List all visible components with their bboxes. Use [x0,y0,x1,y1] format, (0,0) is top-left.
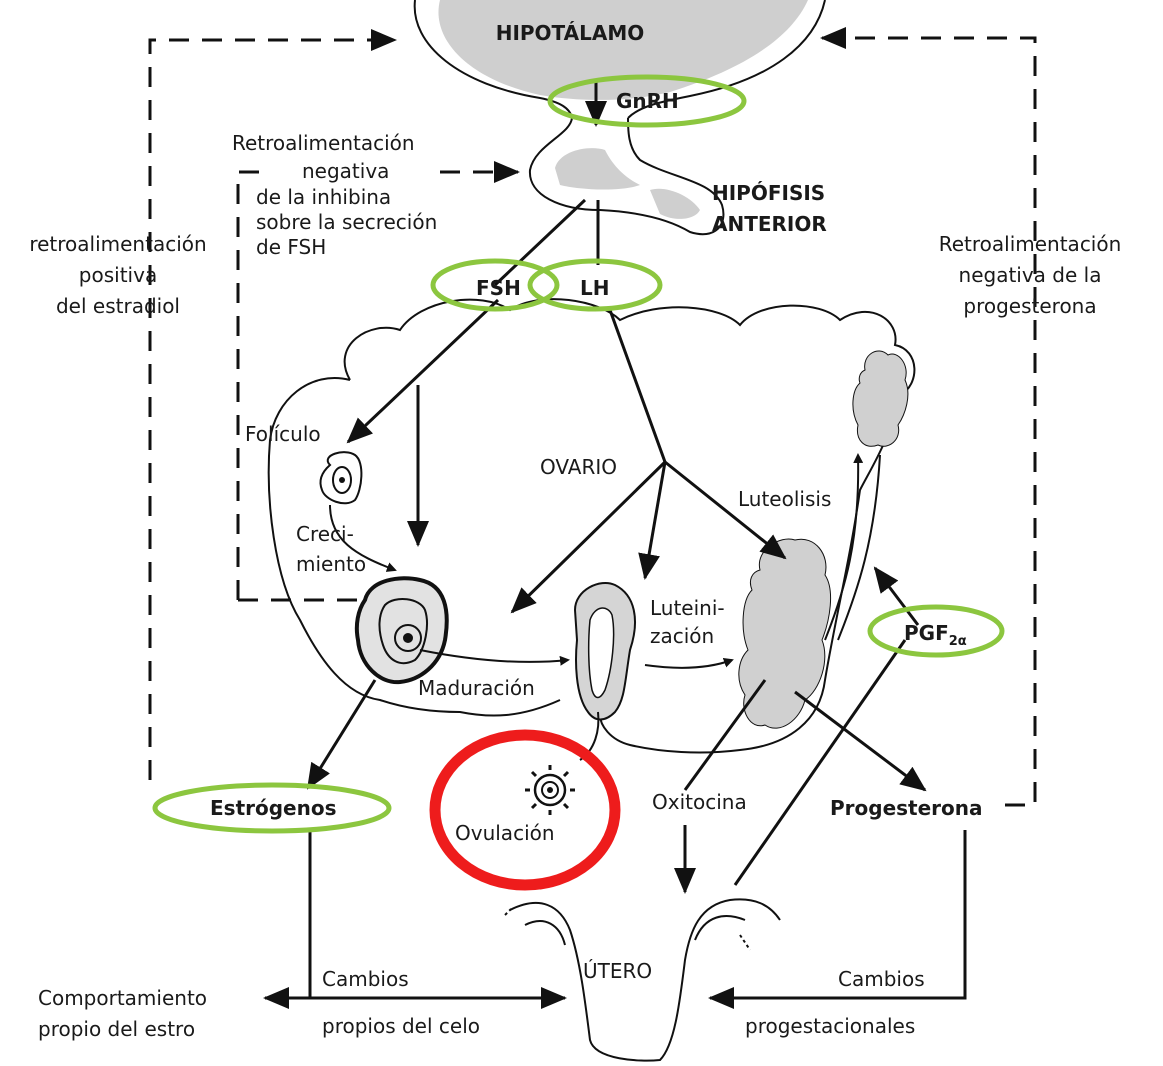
ovum-icon [525,765,575,815]
label-comportamiento-1: Comportamiento [38,986,207,1010]
corpus-albicans [852,350,909,447]
fsh-highlight [430,258,560,312]
label-fsh: FSH [476,276,521,300]
hormone-arrows [263,80,967,1009]
uterus-shape [504,898,781,1062]
follicle-small [319,451,363,505]
label-luteinizacion-2: zación [650,624,714,648]
label-crecimiento-1: Creci- [296,522,354,546]
label-crecimiento-2: miento [296,552,366,576]
pgf-highlight [867,604,1005,658]
pituitary-shape [528,117,725,236]
label-hipofisis-2: ANTERIOR [712,212,827,236]
label-foliculo: Folículo [245,422,321,446]
lh-highlight [527,258,663,312]
label-luteinizacion-1: Luteini- [650,596,725,620]
label-inhibina-2: negativa [302,159,389,183]
label-estrogenos: Estrógenos [210,796,337,820]
label-cambios-celo-2: propios del celo [322,1014,480,1038]
ovulacion-circle [429,729,621,891]
label-pgf-subscript: 2α [949,634,967,649]
label-estradiol-2: positiva [79,263,157,287]
label-comportamiento-2: propio del estro [38,1017,195,1041]
label-inhibina-4: sobre la secreción [256,210,437,234]
hypothalamus-shape [413,0,826,119]
label-estradiol-3: del estradiol [56,294,180,318]
label-cambios-celo-1: Cambios [322,967,409,991]
label-inhibina-5: de FSH [256,235,326,259]
feedback-loops [148,27,1037,807]
label-ovulacion: Ovulación [455,821,555,845]
label-luteolisis: Luteolisis [738,487,831,511]
label-cambios-prog-2: progestacionales [745,1014,915,1038]
label-gnrh: GnRH [616,89,679,113]
label-ovario: OVARIO [540,455,617,479]
label-lh: LH [580,276,609,300]
estrogenos-highlight [152,782,392,834]
gnrh-highlight [547,74,747,128]
label-pgf-main: PGF [904,621,949,645]
label-progesterona-fb-1: Retroalimentación [939,232,1122,256]
corpus-luteum-forming [573,582,636,761]
label-progesterona-fb-3: progesterona [963,294,1096,318]
highlight-marks [152,74,1005,891]
label-inhibina-3: de la inhibina [256,185,391,209]
label-pgf: PGF2α [904,621,967,649]
label-hipotalamo: HIPOTÁLAMO [496,21,645,45]
label-inhibina-1: Retroalimentación [232,131,415,155]
label-oxitocina: Oxitocina [652,790,747,814]
label-cambios-prog-1: Cambios [838,967,925,991]
label-maduracion: Maduración [418,676,535,700]
label-progesterona-fb-2: negativa de la [959,263,1102,287]
label-utero: ÚTERO [583,959,652,983]
label-progesterona: Progesterona [830,796,983,820]
follicle-large [354,576,449,685]
corpus-luteum [738,538,831,729]
label-estradiol-1: retroalimentación [29,232,206,256]
label-hipofisis-1: HIPÓFISIS [712,181,825,205]
